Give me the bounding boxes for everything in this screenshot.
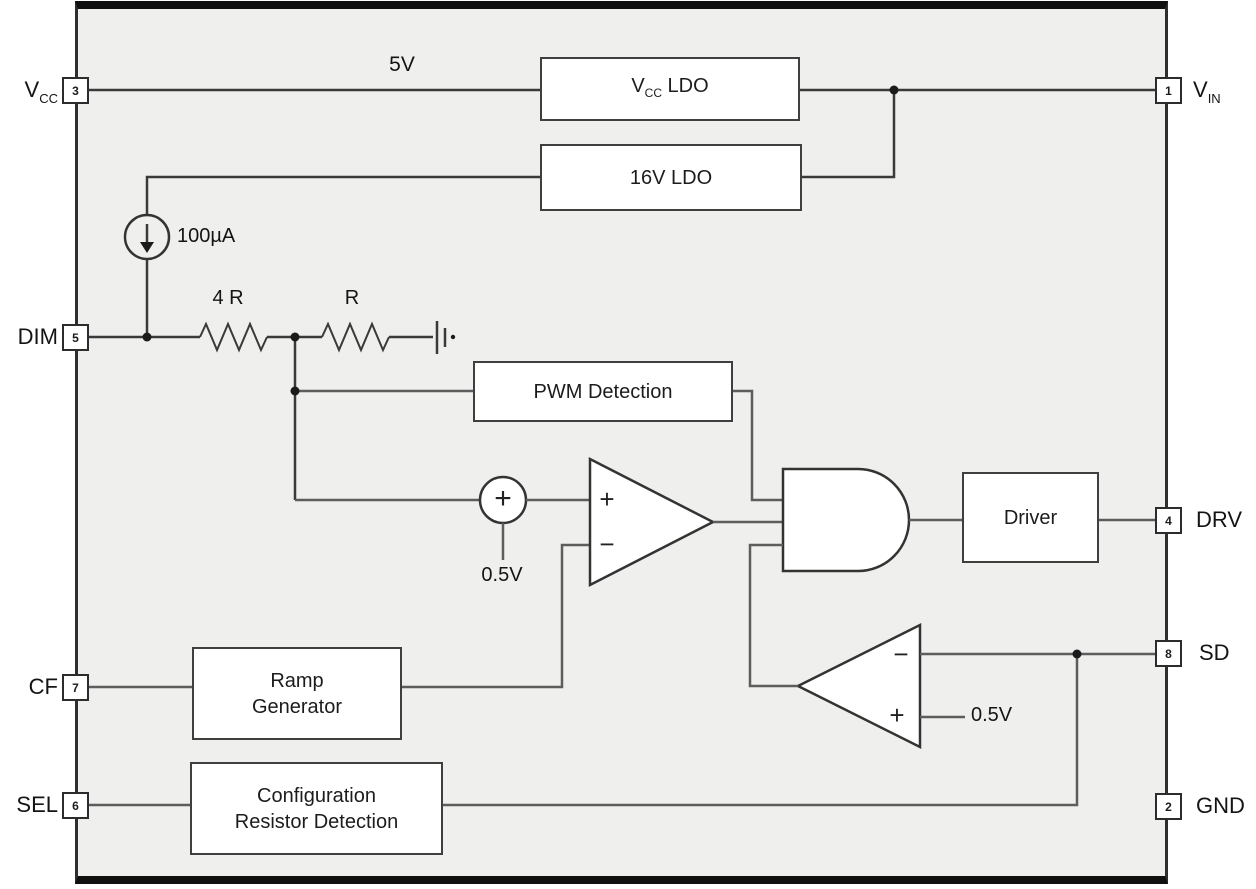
- junction-dot: [1072, 649, 1082, 659]
- pin-number-sd: 8: [1165, 646, 1172, 661]
- block-pwm-detection: PWM Detection: [473, 361, 733, 422]
- comparator-sd-plus-sign: +: [889, 700, 905, 730]
- block-ramp-generator-line2: Generator: [251, 695, 343, 718]
- wire-ramp-to-comp1: [402, 543, 590, 689]
- resistor-r: [321, 321, 390, 353]
- pin-box-dim: 5: [62, 324, 89, 351]
- block-config-line1: Configuration: [257, 784, 376, 807]
- block-config-resistor-detection: Configuration Resistor Detection: [190, 762, 443, 855]
- current-source-arrow-head: [140, 242, 154, 253]
- pin-box-sel: 6: [62, 792, 89, 819]
- pin-number-vcc: 3: [72, 83, 79, 98]
- junction-dot: [142, 332, 152, 342]
- pin-label-vcc: VCC: [24, 77, 58, 106]
- comparator-sd-minus-sign: −: [893, 639, 909, 669]
- pin-number-gnd: 2: [1165, 799, 1172, 814]
- pin-box-drv: 4: [1155, 507, 1182, 534]
- pin-number-drv: 4: [1165, 513, 1172, 528]
- wire-pwmdet-to-and: [733, 389, 783, 502]
- wire-16vldo-to-current-source: [145, 175, 540, 216]
- wire-16vldo-to-rail: [802, 90, 896, 179]
- pin-number-dim: 5: [72, 330, 79, 345]
- junction-dot: [889, 85, 899, 95]
- block-driver-label: Driver: [1003, 506, 1058, 529]
- block-16v-ldo: 16V LDO: [540, 144, 802, 211]
- pin-label-sd: SD: [1199, 640, 1230, 665]
- pin-label-gnd: GND: [1196, 793, 1245, 818]
- capacitor-tick: [450, 334, 456, 340]
- pin-box-cf: 7: [62, 674, 89, 701]
- block-ramp-generator-line1: Ramp: [270, 669, 324, 692]
- label-5v-rail: 5V: [389, 53, 415, 76]
- label-ref-0v5-bottom: 0.5V: [971, 704, 1013, 726]
- wire-comp2-to-and: [748, 543, 798, 688]
- resistor-4r: [199, 321, 268, 353]
- comparator-pwm-minus-sign: −: [599, 529, 615, 559]
- label-resistor-4r: 4 R: [212, 287, 244, 309]
- label-current-source: 100µA: [177, 225, 236, 247]
- pin-number-vin: 1: [1165, 83, 1172, 98]
- pin-box-vcc: 3: [62, 77, 89, 104]
- block-vcc-ldo-label: VCC LDO: [631, 74, 709, 100]
- pin-box-vin: 1: [1155, 77, 1182, 104]
- summing-plus-sign: +: [494, 482, 512, 515]
- pin-box-sd: 8: [1155, 640, 1182, 667]
- comparator-pwm: [588, 456, 716, 588]
- block-driver: Driver: [962, 472, 1099, 563]
- pin-label-drv: DRV: [1196, 507, 1243, 532]
- block-vcc-ldo: VCC LDO: [540, 57, 800, 121]
- block-ramp-generator: Ramp Generator: [192, 647, 402, 740]
- pin-label-dim: DIM: [17, 324, 58, 349]
- pin-label-vin: VIN: [1193, 77, 1221, 106]
- junction-dot: [290, 386, 300, 396]
- pin-number-sel: 6: [72, 798, 79, 813]
- pin-number-cf: 7: [72, 680, 79, 695]
- pin-label-cf: CF: [28, 674, 58, 699]
- comparator-sd: [795, 622, 922, 750]
- pin-box-gnd: 2: [1155, 793, 1182, 820]
- label-resistor-r: R: [344, 287, 360, 309]
- and-gate: [781, 467, 911, 573]
- pin-label-sel: SEL: [16, 792, 58, 817]
- wire-config-to-sd-node: [443, 654, 1079, 807]
- comparator-pwm-plus-sign: +: [599, 484, 615, 514]
- block-config-line2: Resistor Detection: [234, 810, 399, 833]
- junction-dot: [290, 332, 300, 342]
- block-16v-ldo-label: 16V LDO: [629, 166, 713, 189]
- block-pwm-detection-label: PWM Detection: [533, 380, 673, 403]
- label-ref-0v5-top: 0.5V: [481, 564, 523, 586]
